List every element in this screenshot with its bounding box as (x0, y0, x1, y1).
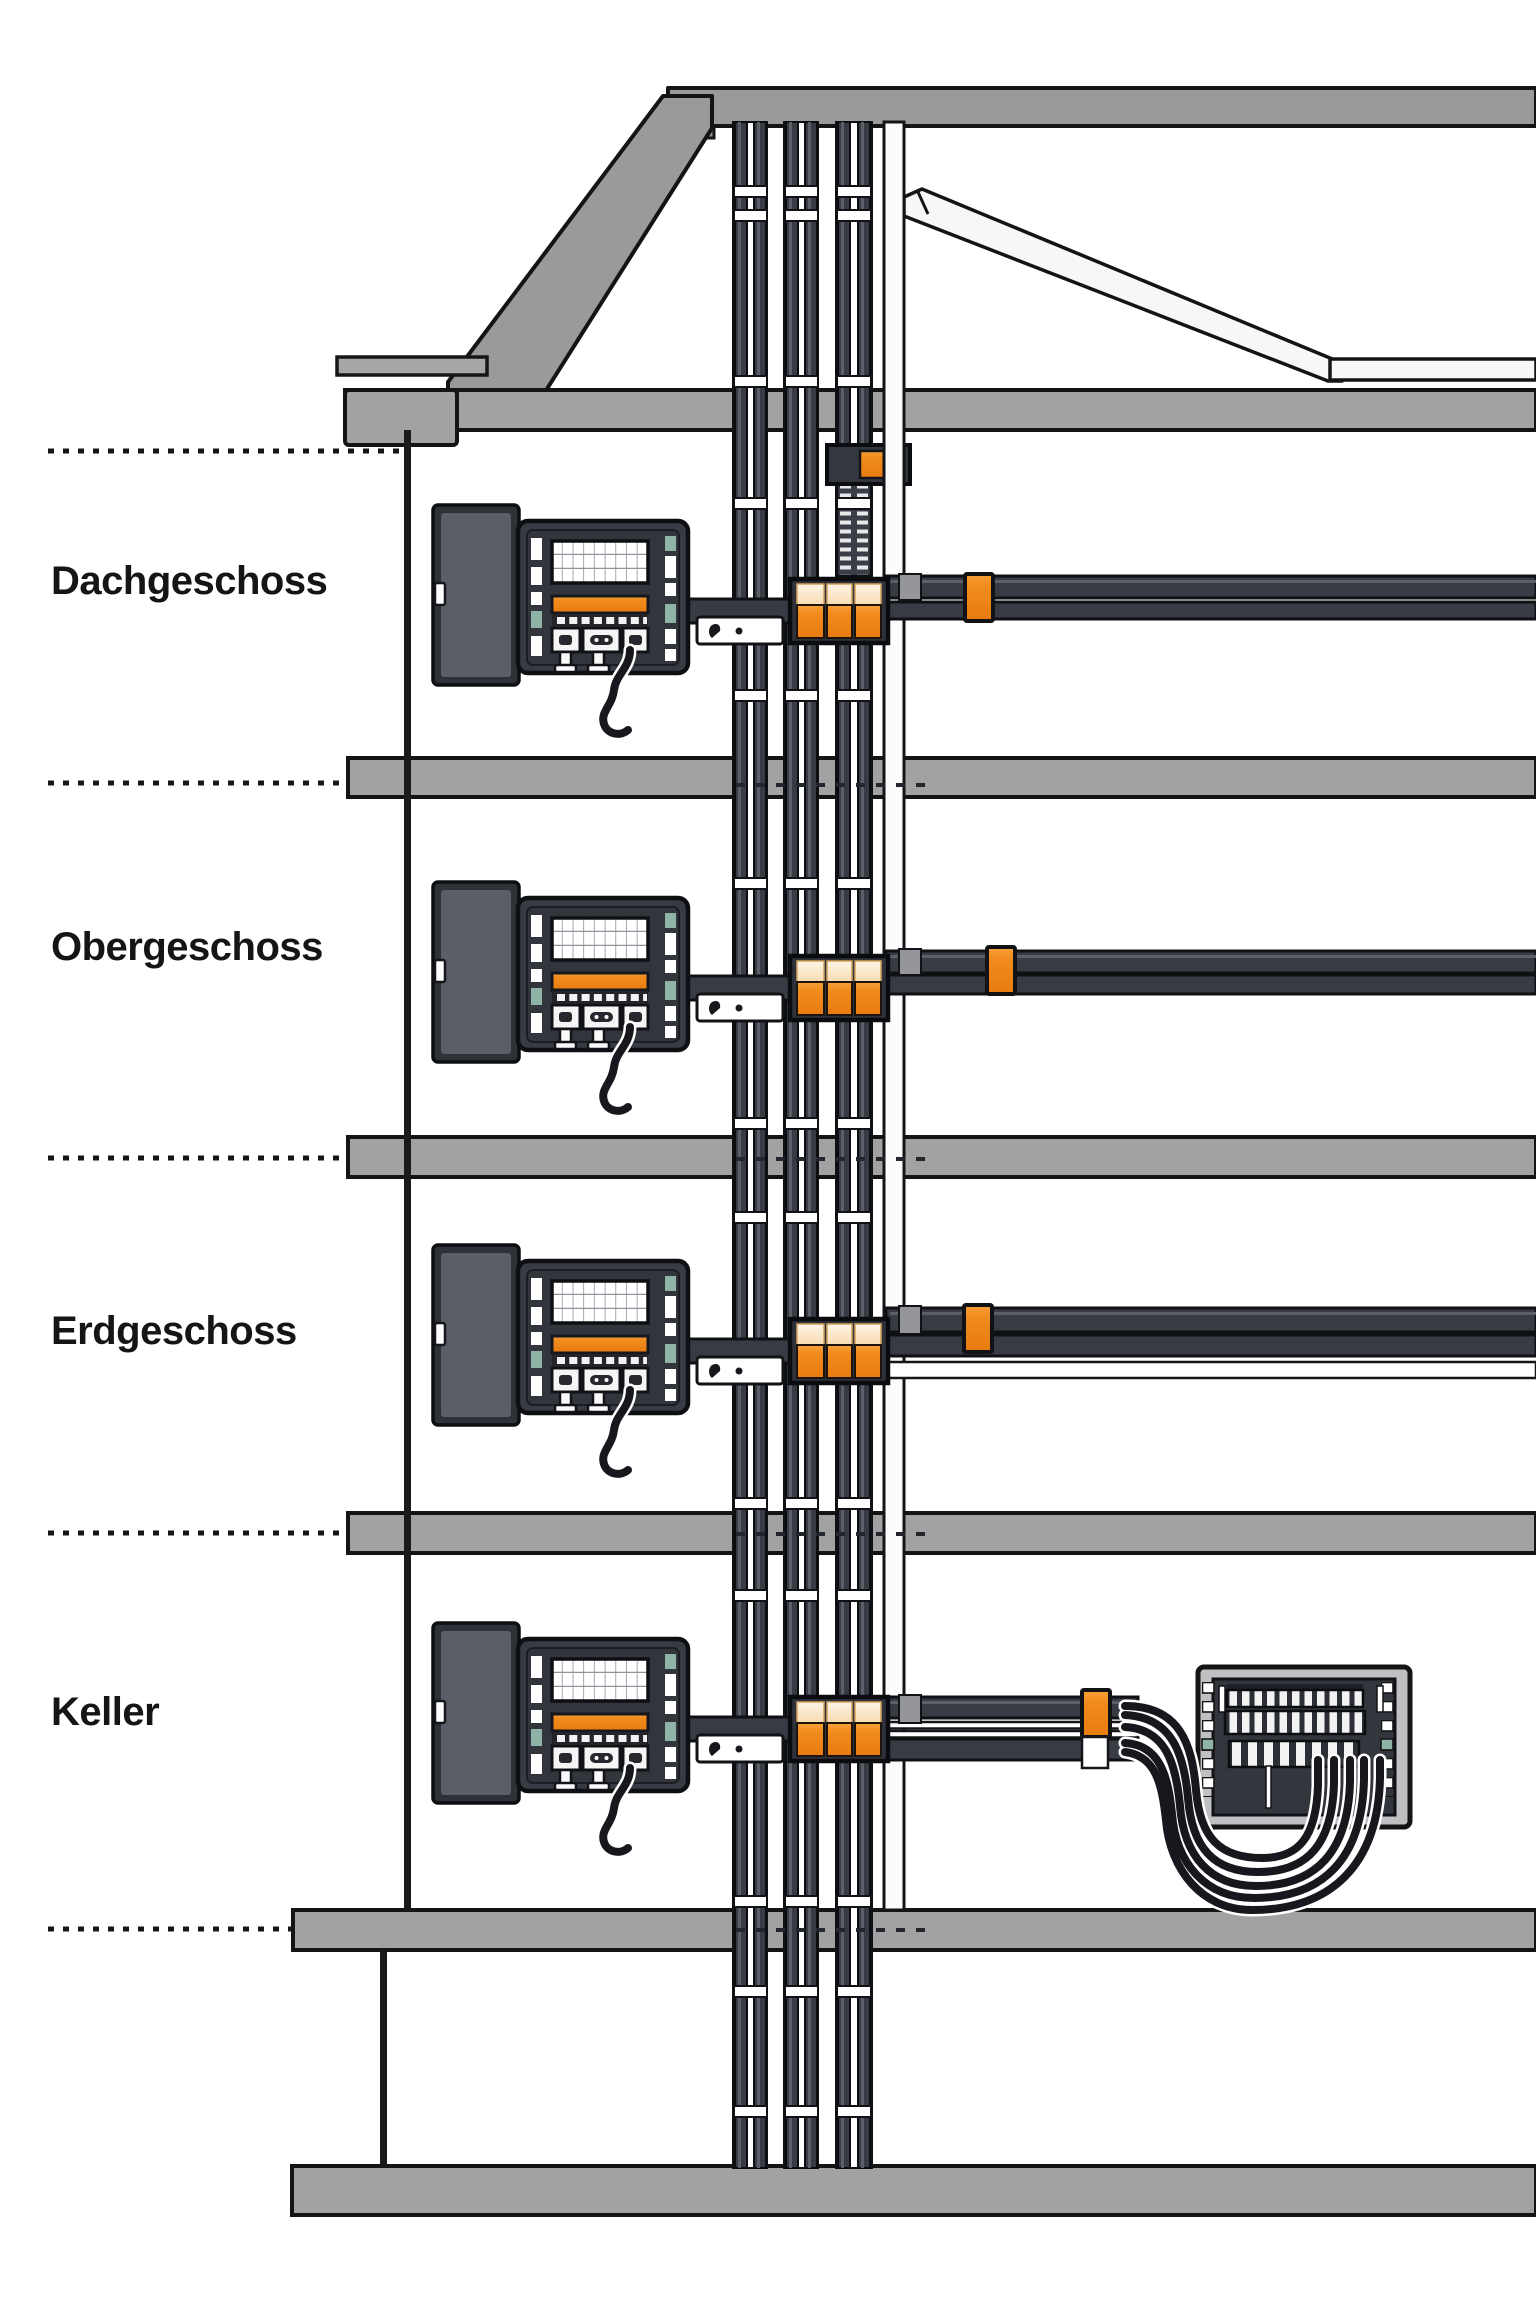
rafter-horizontal (1328, 357, 1536, 382)
floor-label-obergeschoss: Obergeschoss (51, 925, 323, 969)
exterior-wall-basement (380, 1950, 387, 2166)
conduit-coupler-keller (1080, 1688, 1112, 1739)
conduits-obergeschoss (884, 945, 1536, 996)
foundation-slab (290, 2164, 1536, 2217)
conduits-keller (884, 1688, 1140, 1770)
conduits-dachgeschoss (884, 572, 1536, 623)
floor-label-keller: Keller (51, 1690, 159, 1734)
building-structure (290, 388, 1536, 2217)
riser-3 (835, 121, 873, 2169)
slab-keller-floor (291, 1908, 1536, 1952)
slab-erdgeschoss (346, 1511, 1536, 1555)
conduit-coupler-dachgeschoss (963, 572, 995, 623)
cable-clamp-keller (1080, 1735, 1110, 1770)
attic-floor-slab (343, 388, 1536, 432)
riser-junction-obergeschoss (790, 956, 888, 1020)
empty-cable-channel (884, 1360, 1536, 1380)
floor-label-dachgeschoss: Dachgeschoss (51, 559, 327, 603)
flat-roof-band (666, 86, 1536, 128)
cable-bundle-keller (1118, 1699, 1387, 1917)
conduit-coupler-erdgeschoss (962, 1303, 994, 1354)
slab-obergeschoss (346, 1135, 1536, 1179)
exterior-wall-upper (404, 430, 411, 1910)
corrugated-conduit-segment (835, 480, 873, 578)
eave-board (335, 355, 489, 377)
eave-fascia (343, 388, 459, 447)
terminal-row-2 (1223, 1709, 1367, 1736)
riser-1 (732, 121, 768, 2169)
conduit-coupler-obergeschoss (985, 945, 1017, 996)
main-distribution-board (1195, 1664, 1413, 1830)
riser-junction-erdgeschoss (790, 1319, 888, 1383)
slab-lines-through-shaft (736, 783, 930, 1932)
floor-label-erdgeschoss: Erdgeschoss (51, 1309, 297, 1353)
conduits-erdgeschoss (884, 1303, 1536, 1380)
riser-junction-dachgeschoss (790, 579, 888, 643)
terminal-row-1 (1225, 1688, 1365, 1709)
slab-dachgeschoss (346, 756, 1536, 799)
riser-2 (783, 121, 819, 2169)
riser-junction-keller (790, 1697, 888, 1761)
